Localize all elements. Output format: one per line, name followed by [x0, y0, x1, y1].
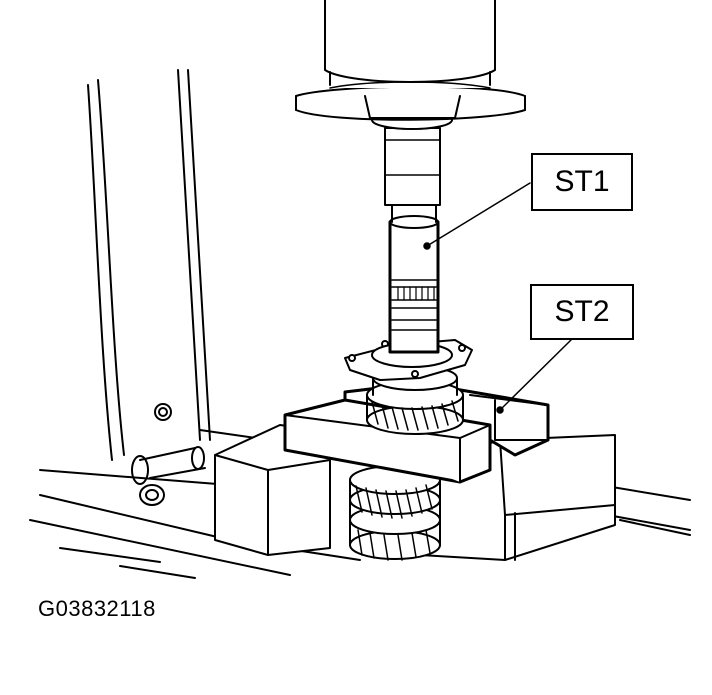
support-pin: [131, 446, 206, 506]
st1-leader-dot: [423, 242, 431, 250]
st1-callout-label: ST1: [531, 153, 633, 211]
press-head: [324, 0, 496, 119]
leader-lines: [423, 182, 572, 414]
st1-tool-shaft: [388, 215, 440, 354]
st1-leader-line: [426, 182, 531, 247]
figure-id: G03832118: [38, 596, 156, 621]
st2-leader-line: [499, 339, 572, 411]
press-ram: [371, 110, 453, 223]
st2-leader-dot: [496, 406, 504, 414]
st2-callout-label: ST2: [530, 284, 634, 340]
press-frame-column: [87, 69, 211, 461]
gear-stack: [349, 465, 441, 561]
